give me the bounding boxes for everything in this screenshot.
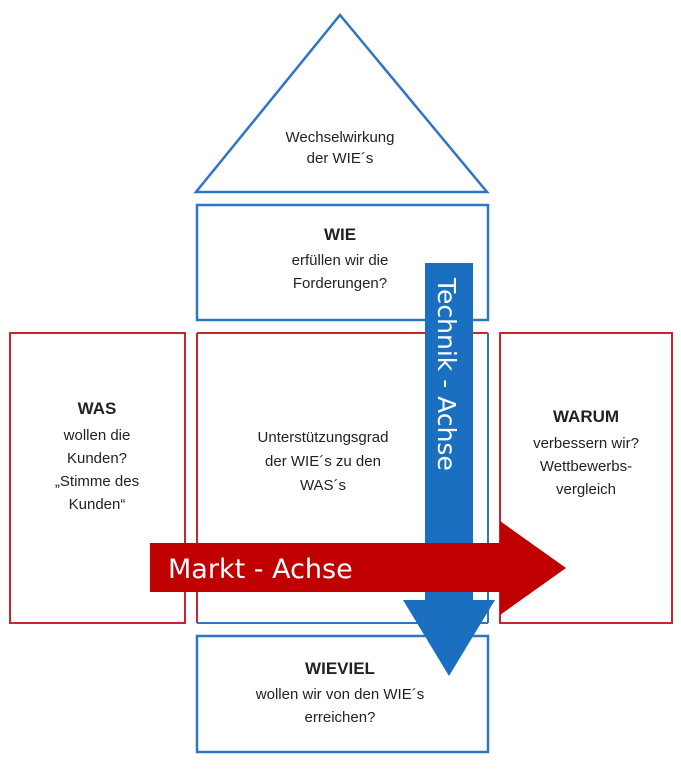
wieviel-title: WIEVIEL: [305, 659, 375, 678]
was-line: Kunden“: [69, 496, 126, 513]
markt-axis-arrow: Markt - Achse: [150, 521, 566, 615]
wie-title: WIE: [324, 225, 356, 244]
warum-title: WARUM: [553, 407, 619, 426]
markt-axis-label: Markt - Achse: [168, 554, 353, 585]
wieviel-line: erreichen?: [305, 709, 376, 726]
was-title: WAS: [78, 399, 117, 418]
warum-line: Wettbewerbs-: [540, 458, 632, 475]
was-line: „Stimme des: [55, 473, 139, 490]
technik-axis-label: Technik - Achse: [432, 277, 461, 471]
wie-line: erfüllen wir die: [292, 252, 389, 269]
warum-line: verbessern wir?: [533, 435, 639, 452]
center-line: der WIE´s zu den: [265, 453, 381, 470]
wieviel-line: wollen wir von den WIE´s: [255, 686, 424, 703]
wie-box: WIE erfüllen wir die Forderungen?: [195, 203, 490, 322]
was-line: wollen die: [63, 427, 131, 444]
center-line: WAS´s: [300, 477, 346, 494]
roof-correlation: Wechselwirkung der WIE´s: [193, 13, 490, 194]
was-line: Kunden?: [67, 450, 127, 467]
center-line: Unterstützungsgrad: [258, 429, 389, 446]
roof-line: der WIE´s: [307, 150, 374, 167]
wie-line: Forderungen?: [293, 275, 387, 292]
warum-line: vergleich: [556, 481, 616, 498]
roof-line: Wechselwirkung: [286, 129, 395, 146]
was-box: WAS wollen die Kunden? „Stimme des Kunde…: [9, 332, 186, 624]
